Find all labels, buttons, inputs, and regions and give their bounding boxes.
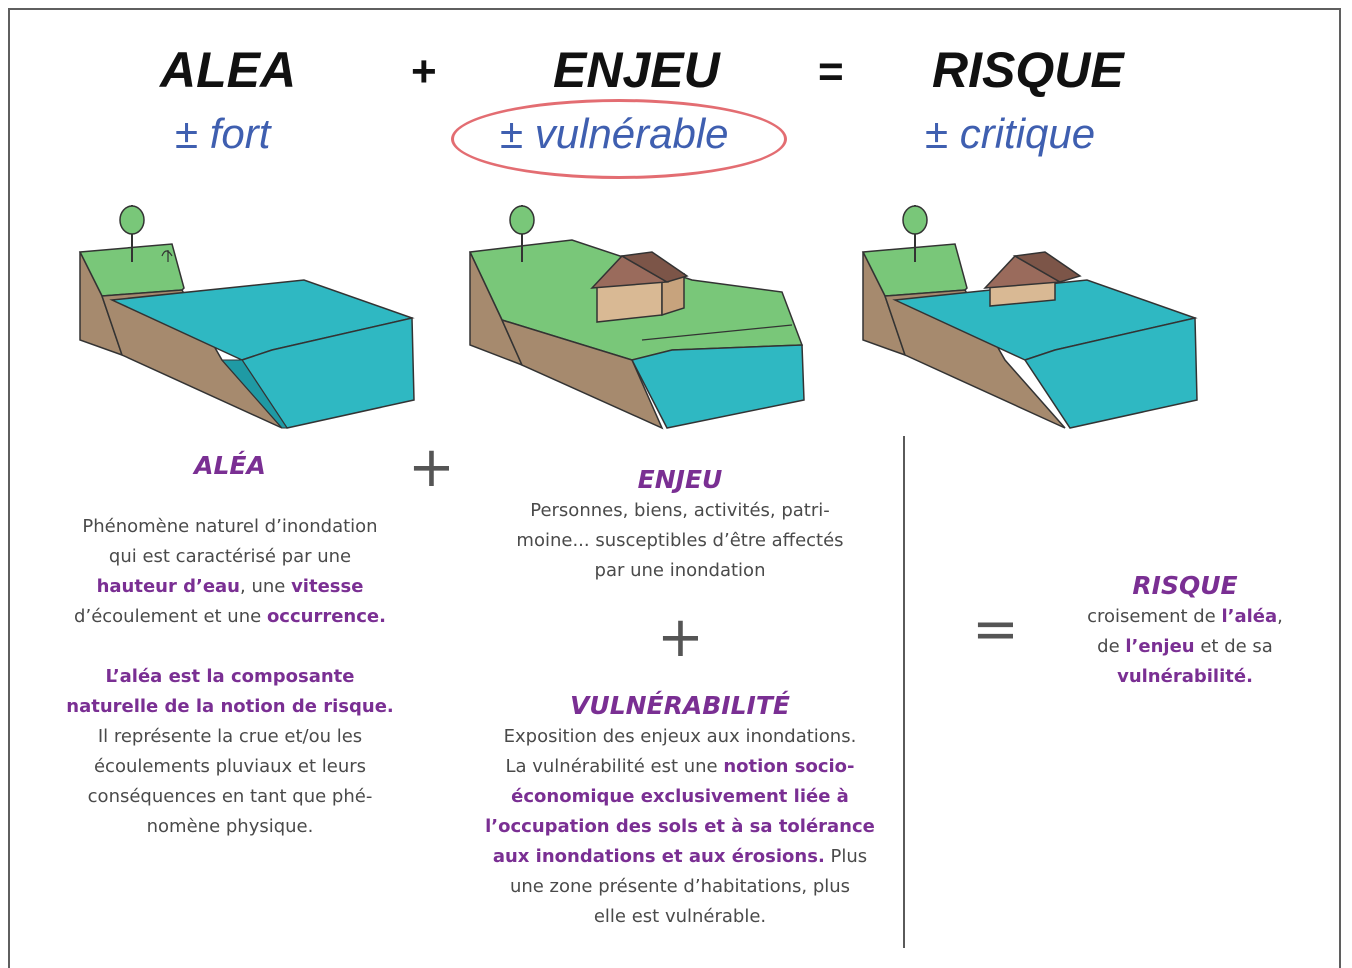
enjeu-description: Personnes, biens, activités, patri- moin…: [470, 496, 890, 586]
vuln-line: elle est vulnérable.: [593, 906, 767, 927]
risque-bold: l’aléa: [1221, 606, 1278, 627]
alea-line: nomène physique.: [146, 816, 314, 837]
title-alea: ALEA: [160, 42, 297, 98]
enjeu-line: moine... susceptibles d’être affectés: [516, 530, 844, 551]
diagram-frame: [8, 8, 1341, 968]
alea-line: d’écoulement et une occurrence.: [55, 602, 405, 632]
vuln-line: une zone présente d’habitations, plus: [509, 876, 851, 897]
alea-line: Il représente la crue et/ou les: [97, 726, 363, 747]
alea-bold-line: L’aléa est la composante: [105, 666, 355, 687]
enjeu-line: par une inondation: [594, 560, 766, 581]
alea-line: Phénomène naturel d’inondation: [82, 516, 378, 537]
risque-section: RISQUE croisement de l’aléa, de l’enjeu …: [1060, 570, 1310, 692]
vulnerabilite-description: Exposition des enjeux aux inondations. L…: [460, 722, 900, 932]
vuln-bold-line: l’occupation des sols et à sa tolérance: [485, 816, 875, 837]
alea-line: hauteur d’eau, une vitesse: [55, 572, 405, 602]
enjeu-heading: ENJEU: [637, 465, 723, 494]
vuln-line: Exposition des enjeux aux inondations.: [503, 726, 857, 747]
vulnerabilite-heading: VULNÉRABILITÉ: [570, 691, 790, 720]
vuln-line: aux inondations et aux érosions. Plus: [460, 842, 900, 872]
risque-text: et de sa: [1194, 636, 1273, 657]
risque-text: croisement de: [1087, 606, 1222, 627]
alea-line: conséquences en tant que phé-: [87, 786, 373, 807]
alea-line: écoulements pluviaux et leurs: [93, 756, 367, 777]
occurrence: occurrence.: [266, 606, 386, 627]
alea-line: qui est caractérisé par une: [108, 546, 352, 567]
risque-text: ,: [1277, 606, 1283, 627]
plus-sign-2: +: [657, 605, 704, 670]
vuln-bold: aux inondations et aux érosions.: [492, 846, 825, 867]
vulnerabilite-section: VULNÉRABILITÉ Exposition des enjeux aux …: [460, 690, 900, 932]
equals-sign: =: [972, 597, 1019, 662]
enjeu-section: ENJEU Personnes, biens, activités, patri…: [470, 464, 890, 586]
alea-text: d’écoulement et une: [74, 606, 267, 627]
hauteur-eau: hauteur d’eau: [96, 576, 240, 597]
equation-equals: =: [818, 47, 844, 96]
illustration-risque: [861, 205, 1198, 429]
alea-heading: ALÉA: [194, 451, 266, 480]
vitesse: vitesse: [291, 576, 364, 597]
vuln-bold: notion socio-: [723, 756, 855, 777]
divider-line: [903, 436, 905, 948]
vuln-bold-line: économique exclusivement liée à: [511, 786, 849, 807]
illustration-enjeu: [468, 205, 805, 430]
vuln-line: La vulnérabilité est une notion socio-: [460, 752, 900, 782]
alea-section: ALÉA Phénomène naturel d’inondation qui …: [55, 450, 405, 842]
risque-line: de l’enjeu et de sa: [1060, 632, 1310, 662]
alea-bold-line: naturelle de la notion de risque.: [66, 696, 394, 717]
risque-line: croisement de l’aléa,: [1060, 602, 1310, 632]
subtitle-vulnerable: ± vulnérable: [500, 110, 729, 157]
illustration-alea: [78, 205, 415, 429]
vuln-text: La vulnérabilité est une: [505, 756, 724, 777]
subtitle-fort: ± fort: [175, 110, 271, 157]
subtitle-critique: ± critique: [925, 110, 1096, 157]
risque-bold: l’enjeu: [1125, 636, 1195, 657]
risque-description: croisement de l’aléa, de l’enjeu et de s…: [1060, 602, 1310, 692]
risque-text: de: [1097, 636, 1126, 657]
risque-bold-line: vulnérabilité.: [1117, 666, 1253, 687]
vuln-text: Plus: [824, 846, 868, 867]
equation-plus: +: [411, 47, 437, 96]
plus-sign-1: +: [408, 435, 455, 500]
risque-heading: RISQUE: [1132, 571, 1238, 600]
alea-description: Phénomène naturel d’inondation qui est c…: [55, 512, 405, 842]
alea-text: , une: [240, 576, 292, 597]
title-enjeu: ENJEU: [553, 42, 720, 98]
highlight-ellipse: [451, 99, 787, 179]
enjeu-line: Personnes, biens, activités, patri-: [530, 500, 830, 521]
title-risque: RISQUE: [932, 42, 1124, 98]
